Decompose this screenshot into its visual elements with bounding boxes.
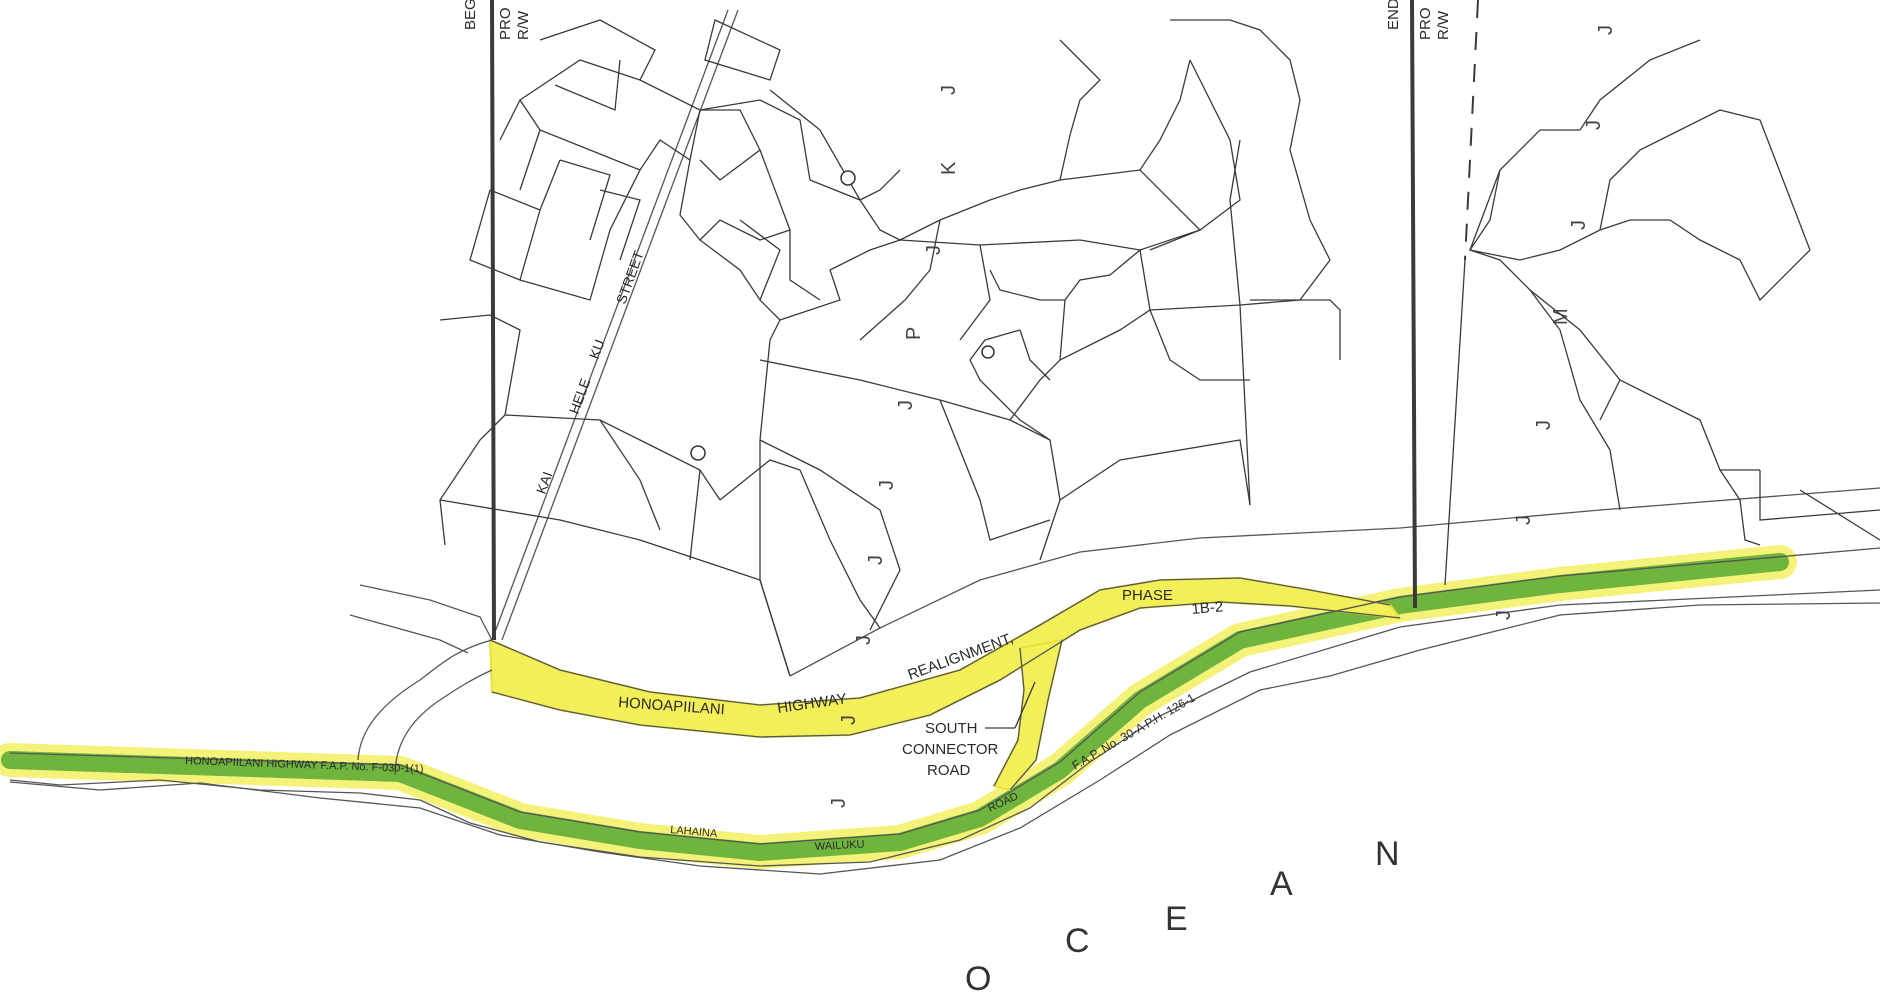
kai-hele-ku-street-west: [491, 9, 729, 641]
svg-text:J: J: [1595, 25, 1617, 35]
svg-text:J: J: [876, 480, 898, 490]
ocean-letter-n: N: [1375, 835, 1400, 873]
right-of-way-solid-line: [1444, 259, 1466, 586]
cul-de-sac-1: [840, 170, 856, 186]
ocean-letter-e: E: [1165, 900, 1188, 938]
end-marker-label-1: END: [1385, 0, 1402, 30]
west-side-road-a: [359, 584, 493, 641]
south-connector-label-2: CONNECTOR: [902, 741, 999, 758]
south-connector-label-3: ROAD: [927, 762, 971, 779]
wailuku-label: WAILUKU: [815, 838, 865, 853]
realignment-south-edge: [491, 601, 1401, 738]
south-connector-leader-diag: [1014, 681, 1036, 729]
svg-text:J: J: [1583, 120, 1605, 130]
end-project-line: [1410, 0, 1417, 609]
street-label-ku: KU: [586, 337, 608, 361]
end-marker-label-2: PRO: [1417, 7, 1434, 40]
svg-text:K: K: [938, 161, 960, 175]
west-side-road-b: [349, 614, 469, 654]
begin-marker-label-3: R/W: [515, 10, 532, 40]
street-label-kai: KAI: [533, 469, 556, 496]
end-marker-label-3: R/W: [1435, 10, 1452, 40]
ocean-letter-c: C: [1065, 922, 1090, 960]
begin-marker-label-1: BEG: [462, 0, 479, 30]
begin-project-line: [490, 0, 496, 641]
realignment-north-edge: [489, 577, 1391, 706]
right-of-way-dashed-line: [1464, 0, 1479, 261]
kai-hele-ku-street-east: [501, 9, 739, 641]
realignment-label-phase-number: 1B-2: [1191, 598, 1224, 618]
svg-text:J: J: [838, 715, 860, 725]
street-label-hele: HELE: [566, 376, 594, 416]
cul-de-sac-2: [981, 345, 995, 359]
lahaina-label: LAHAINA: [670, 824, 719, 840]
south-connector-east-edge: [1009, 639, 1063, 791]
svg-text:P: P: [903, 327, 925, 340]
svg-text:J: J: [865, 555, 887, 565]
svg-text:J: J: [853, 635, 875, 645]
parcel-linework: [439, 19, 1881, 677]
western-access-road: [357, 639, 493, 761]
svg-text:J: J: [1513, 515, 1535, 525]
western-access-road-b: [394, 669, 493, 776]
begin-marker-label-2: PRO: [497, 7, 514, 40]
ocean-letter-o: O: [965, 960, 991, 995]
shoreline: [9, 602, 1881, 875]
existing-highway-highlight: [1, 553, 1789, 861]
svg-text:J: J: [1493, 610, 1515, 620]
svg-text:J: J: [923, 245, 945, 255]
svg-text:M: M: [1550, 308, 1572, 325]
ocean-letter-a: A: [1270, 865, 1293, 903]
street-label-street: STREET: [613, 248, 647, 306]
svg-text:J: J: [1568, 220, 1590, 230]
svg-text:J: J: [895, 400, 917, 410]
realignment-label-phase: PHASE: [1122, 587, 1173, 604]
svg-text:J: J: [828, 798, 850, 808]
zoning-glyphs: J K J P J J J J J J J J J M J J J: [828, 25, 1617, 808]
cul-de-sac-3: [690, 445, 706, 461]
svg-text:J: J: [938, 85, 960, 95]
south-connector-label-1: SOUTH: [925, 720, 978, 737]
svg-text:J: J: [1533, 420, 1555, 430]
existing-highway-north-edge: [9, 547, 1881, 845]
mauka-road-edge: [789, 487, 1881, 677]
